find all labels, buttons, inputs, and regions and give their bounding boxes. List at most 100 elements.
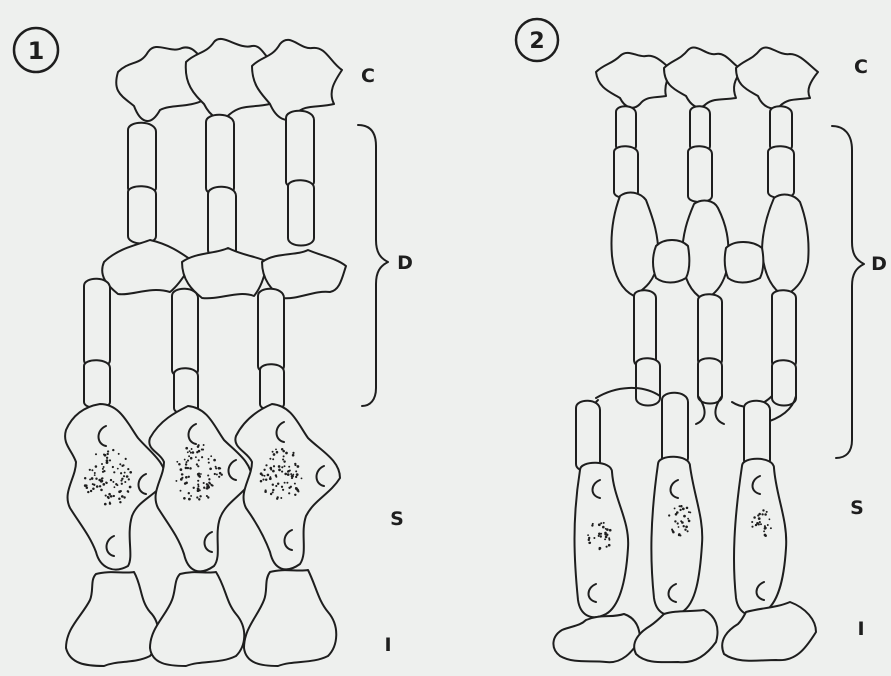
granule — [180, 490, 182, 492]
panel-1-label-s: S — [390, 508, 404, 530]
granule — [280, 497, 282, 499]
granule — [288, 466, 290, 468]
panel-1-layer-c-cells — [116, 39, 342, 121]
granule — [297, 465, 300, 468]
granule — [606, 528, 609, 531]
granule — [687, 530, 689, 532]
granule — [211, 485, 213, 487]
granule — [608, 539, 610, 541]
granule — [294, 494, 296, 496]
granule — [121, 478, 123, 480]
granule — [278, 465, 281, 468]
granule — [190, 495, 192, 497]
granule — [203, 487, 205, 489]
granule — [187, 460, 189, 462]
granule — [191, 448, 193, 450]
granule — [276, 451, 279, 454]
granule — [207, 474, 209, 476]
granule — [603, 522, 605, 524]
granule — [688, 511, 690, 513]
granule — [124, 472, 126, 474]
granule — [95, 465, 98, 468]
granule — [272, 491, 274, 493]
granule — [605, 536, 608, 539]
granule — [281, 466, 283, 468]
granule — [602, 526, 605, 529]
granule — [755, 524, 757, 526]
granule — [112, 481, 114, 483]
granule — [129, 471, 132, 474]
panel-1-number-badge: 1 — [14, 28, 58, 72]
granule — [262, 479, 264, 481]
granule — [197, 465, 199, 467]
granule — [120, 490, 122, 492]
granule — [121, 483, 123, 485]
granule — [122, 464, 124, 466]
panel-1: 1 — [14, 28, 413, 666]
granule — [180, 468, 183, 471]
granule — [767, 524, 769, 526]
granule — [679, 509, 681, 511]
granule — [609, 529, 612, 532]
panel-2-number: 2 — [529, 29, 544, 54]
panel-2-label-d: D — [871, 253, 887, 275]
granule — [672, 530, 674, 532]
granule — [175, 480, 177, 482]
granule — [95, 477, 97, 479]
granule — [188, 455, 190, 457]
granule — [275, 449, 277, 451]
granule — [292, 454, 295, 457]
granule — [273, 465, 275, 467]
granule — [606, 546, 608, 548]
granule — [593, 537, 595, 539]
granule — [764, 527, 767, 530]
granule — [273, 453, 276, 456]
granule — [104, 503, 107, 506]
granule — [282, 489, 284, 491]
panel-1-label-i: I — [384, 634, 391, 656]
granule — [121, 495, 124, 498]
granule — [220, 473, 222, 475]
granule — [101, 478, 103, 480]
granule — [129, 486, 132, 489]
granule — [206, 487, 208, 489]
granule — [283, 460, 285, 462]
granule — [769, 518, 771, 520]
panel-2-number-badge: 2 — [516, 19, 558, 61]
granule — [124, 481, 126, 483]
granule — [110, 479, 112, 481]
granule — [120, 472, 122, 474]
granule — [770, 527, 772, 529]
granule — [275, 476, 277, 478]
granule — [102, 471, 104, 473]
granule — [185, 476, 188, 479]
granule — [118, 453, 120, 455]
granule — [764, 513, 767, 516]
granule — [185, 447, 188, 450]
granule — [277, 496, 279, 498]
granule — [108, 493, 111, 496]
granule — [196, 463, 198, 465]
granule — [591, 524, 593, 526]
granule — [190, 452, 192, 454]
granule — [110, 496, 112, 498]
granule — [193, 487, 195, 489]
granule — [282, 450, 285, 453]
granule — [184, 482, 187, 485]
granule — [270, 469, 272, 471]
granule — [105, 495, 107, 497]
granule — [668, 514, 670, 516]
granule — [126, 476, 128, 478]
granule — [102, 468, 104, 470]
granule — [288, 487, 290, 489]
panel-1-layer-i-cells — [66, 570, 336, 666]
panel-2-label-c: C — [854, 56, 868, 78]
panel-2-layer-c-cells — [596, 48, 818, 109]
granule — [265, 478, 267, 480]
granule — [102, 483, 105, 486]
granule — [118, 498, 121, 501]
granule — [87, 491, 89, 493]
granule — [123, 496, 125, 498]
granule — [101, 463, 103, 465]
